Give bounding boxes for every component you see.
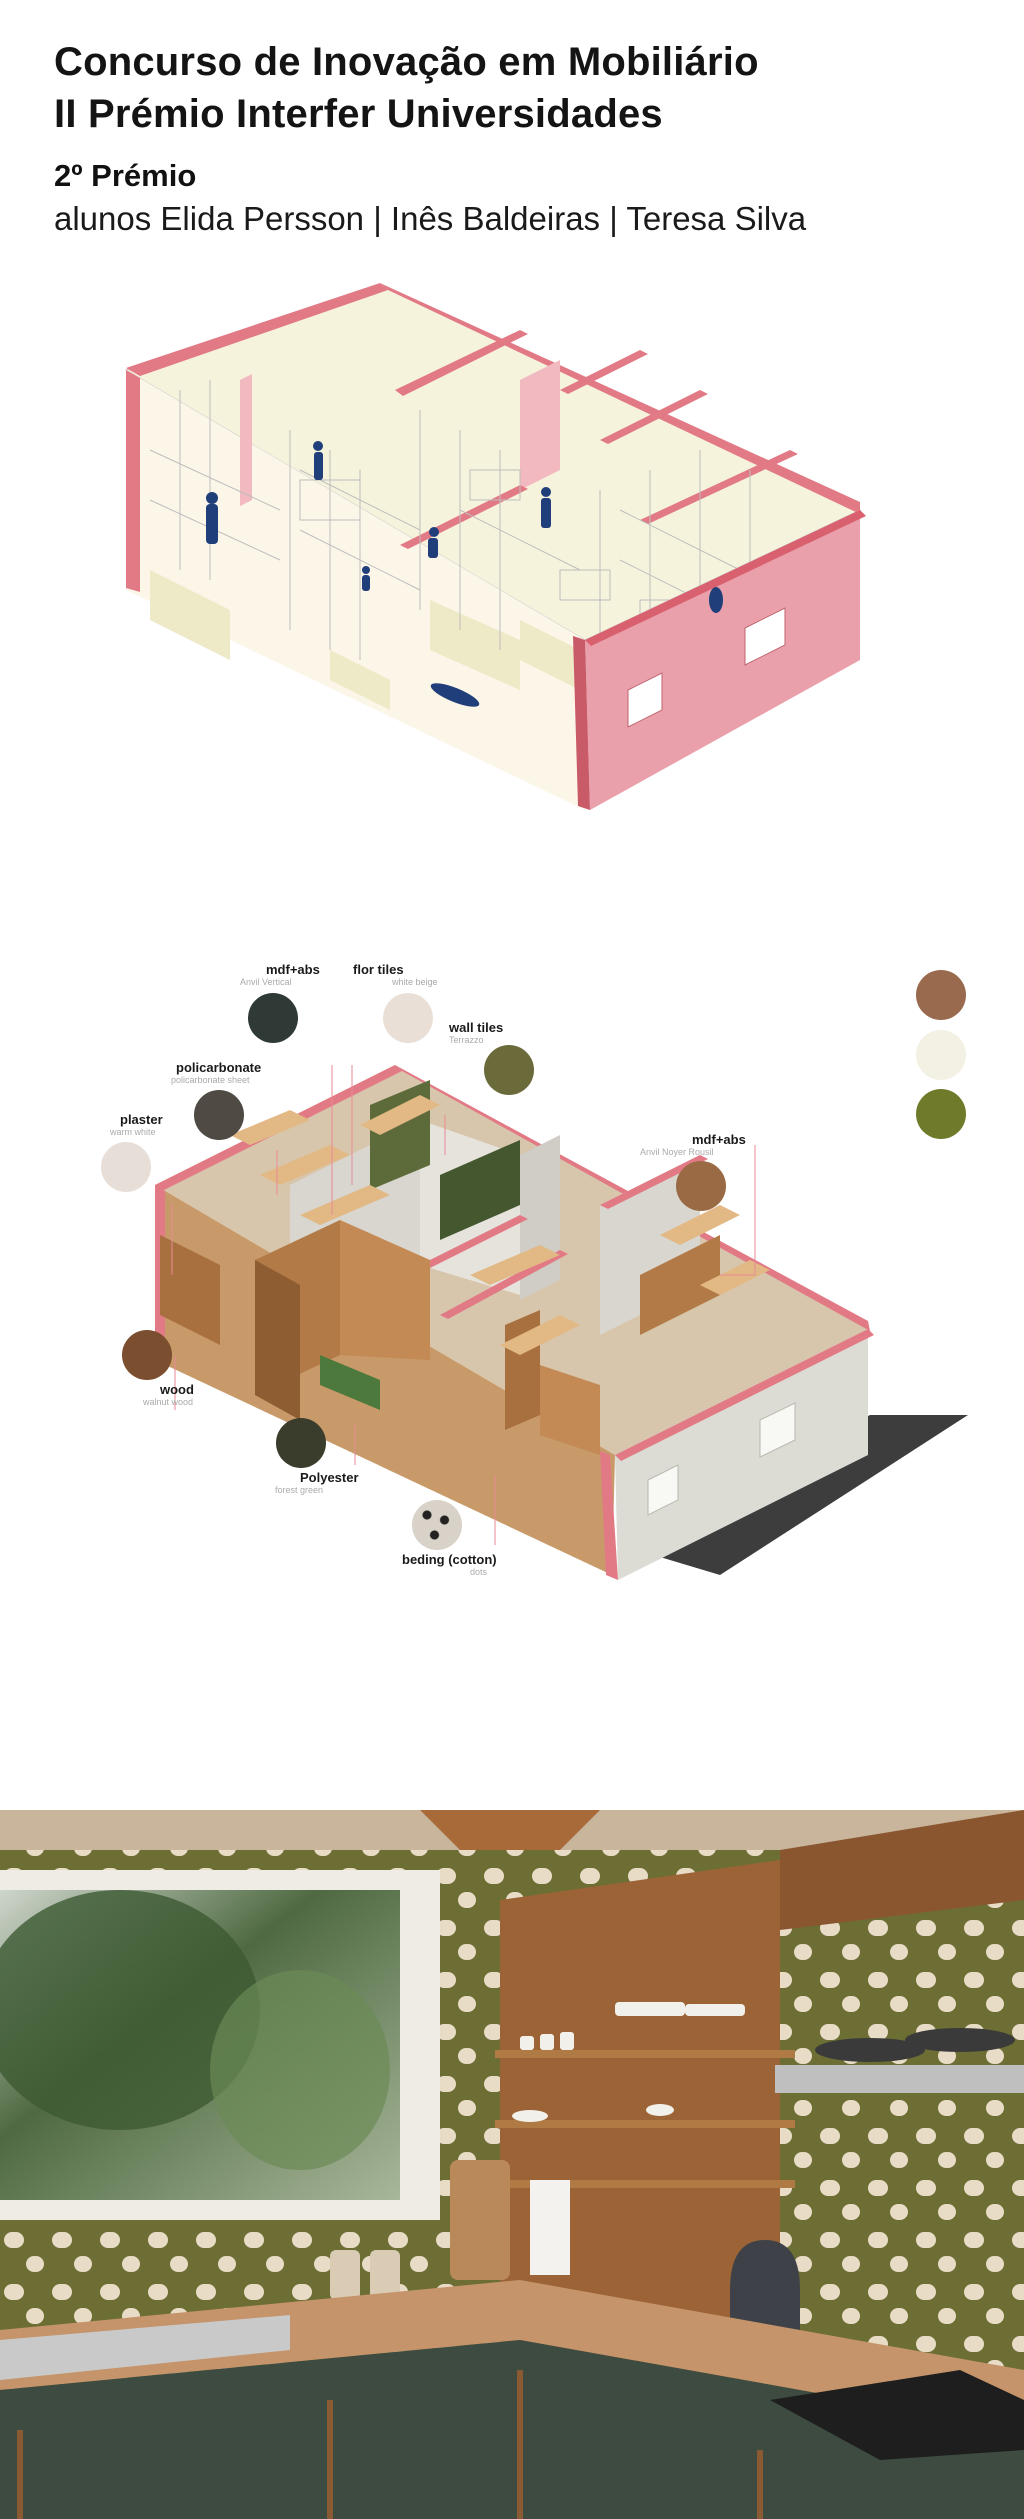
window-opening	[759, 1402, 796, 1458]
palette-swatch-brown	[916, 970, 966, 1020]
human-figure	[206, 492, 218, 544]
range-hood	[775, 2065, 1024, 2093]
human-figure	[430, 683, 480, 707]
material-sublabel: warm white	[110, 1127, 156, 1137]
material-label: wood	[160, 1382, 194, 1397]
window-opening	[744, 607, 786, 666]
material-swatch-mdf-abs-dark	[248, 993, 298, 1043]
human-figure	[313, 441, 323, 480]
window-opening	[647, 1464, 679, 1516]
kitchen-render	[0, 1810, 1024, 2519]
human-figure	[541, 487, 551, 528]
kettle	[730, 2240, 800, 2340]
shelf	[495, 2180, 795, 2188]
material-swatch-flor-tiles	[383, 993, 433, 1043]
material-sublabel: white beige	[392, 977, 438, 987]
material-swatch-beding	[412, 1500, 462, 1550]
material-label: flor tiles	[353, 962, 404, 977]
human-figure	[428, 527, 439, 558]
material-sublabel: Anvil Noyer Rousil	[640, 1147, 714, 1157]
palette-swatch-olive	[916, 1089, 966, 1139]
green-tile-wall	[440, 1140, 520, 1240]
material-label: beding (cotton)	[402, 1552, 497, 1567]
title-block: Concurso de Inovação em Mobiliário II Pr…	[54, 36, 759, 140]
towel	[530, 2180, 570, 2275]
material-sublabel: Anvil Vertical	[240, 977, 292, 987]
wood-furniture	[160, 1220, 720, 1455]
material-swatch-polyester	[276, 1418, 326, 1468]
wall-left-outer	[126, 370, 140, 592]
shelf	[495, 2050, 795, 2058]
page-title-line2: II Prémio Interfer Universidades	[54, 92, 663, 136]
countertop	[0, 2280, 1024, 2430]
material-swatch-mdf-abs-wood	[676, 1161, 726, 1211]
students-credit: alunos Elida Persson | Inês Baldeiras | …	[54, 200, 807, 237]
window-opening	[627, 672, 663, 728]
material-label: plaster	[120, 1112, 163, 1127]
page-title-line1: Concurso de Inovação em Mobiliário	[54, 40, 759, 84]
cutting-board	[450, 2160, 510, 2280]
material-sublabel: walnut wood	[143, 1397, 194, 1407]
human-figure	[709, 587, 723, 613]
material-swatch-wood	[122, 1330, 172, 1380]
axonometric-render	[155, 1065, 968, 1580]
material-label: mdf+abs	[692, 1132, 746, 1147]
material-label: policarbonate	[176, 1060, 262, 1075]
palette-swatch-cream	[916, 1030, 966, 1080]
cooktop	[770, 2370, 1024, 2460]
shelf	[495, 2120, 795, 2128]
material-label: wall tiles	[449, 1020, 504, 1035]
material-label: mdf+abs	[266, 962, 320, 977]
material-sublabel: policarbonate sheet	[171, 1075, 250, 1085]
material-sublabel: dots	[470, 1567, 488, 1577]
material-sublabel: forest green	[275, 1485, 324, 1495]
green-sofa	[320, 1355, 380, 1410]
material-swatch-policarbonate	[194, 1090, 244, 1140]
material-sublabel: Terrazzo	[449, 1035, 484, 1045]
axonometric-drawing-pink	[124, 283, 866, 810]
human-figure	[362, 566, 370, 591]
material-label: Polyester	[300, 1470, 359, 1485]
prize-heading: 2º Prémio	[54, 158, 197, 193]
material-swatch-plaster	[101, 1142, 151, 1192]
sink	[0, 2315, 290, 2380]
material-swatch-wall-tiles	[484, 1045, 534, 1095]
wall-right-end	[585, 510, 860, 810]
